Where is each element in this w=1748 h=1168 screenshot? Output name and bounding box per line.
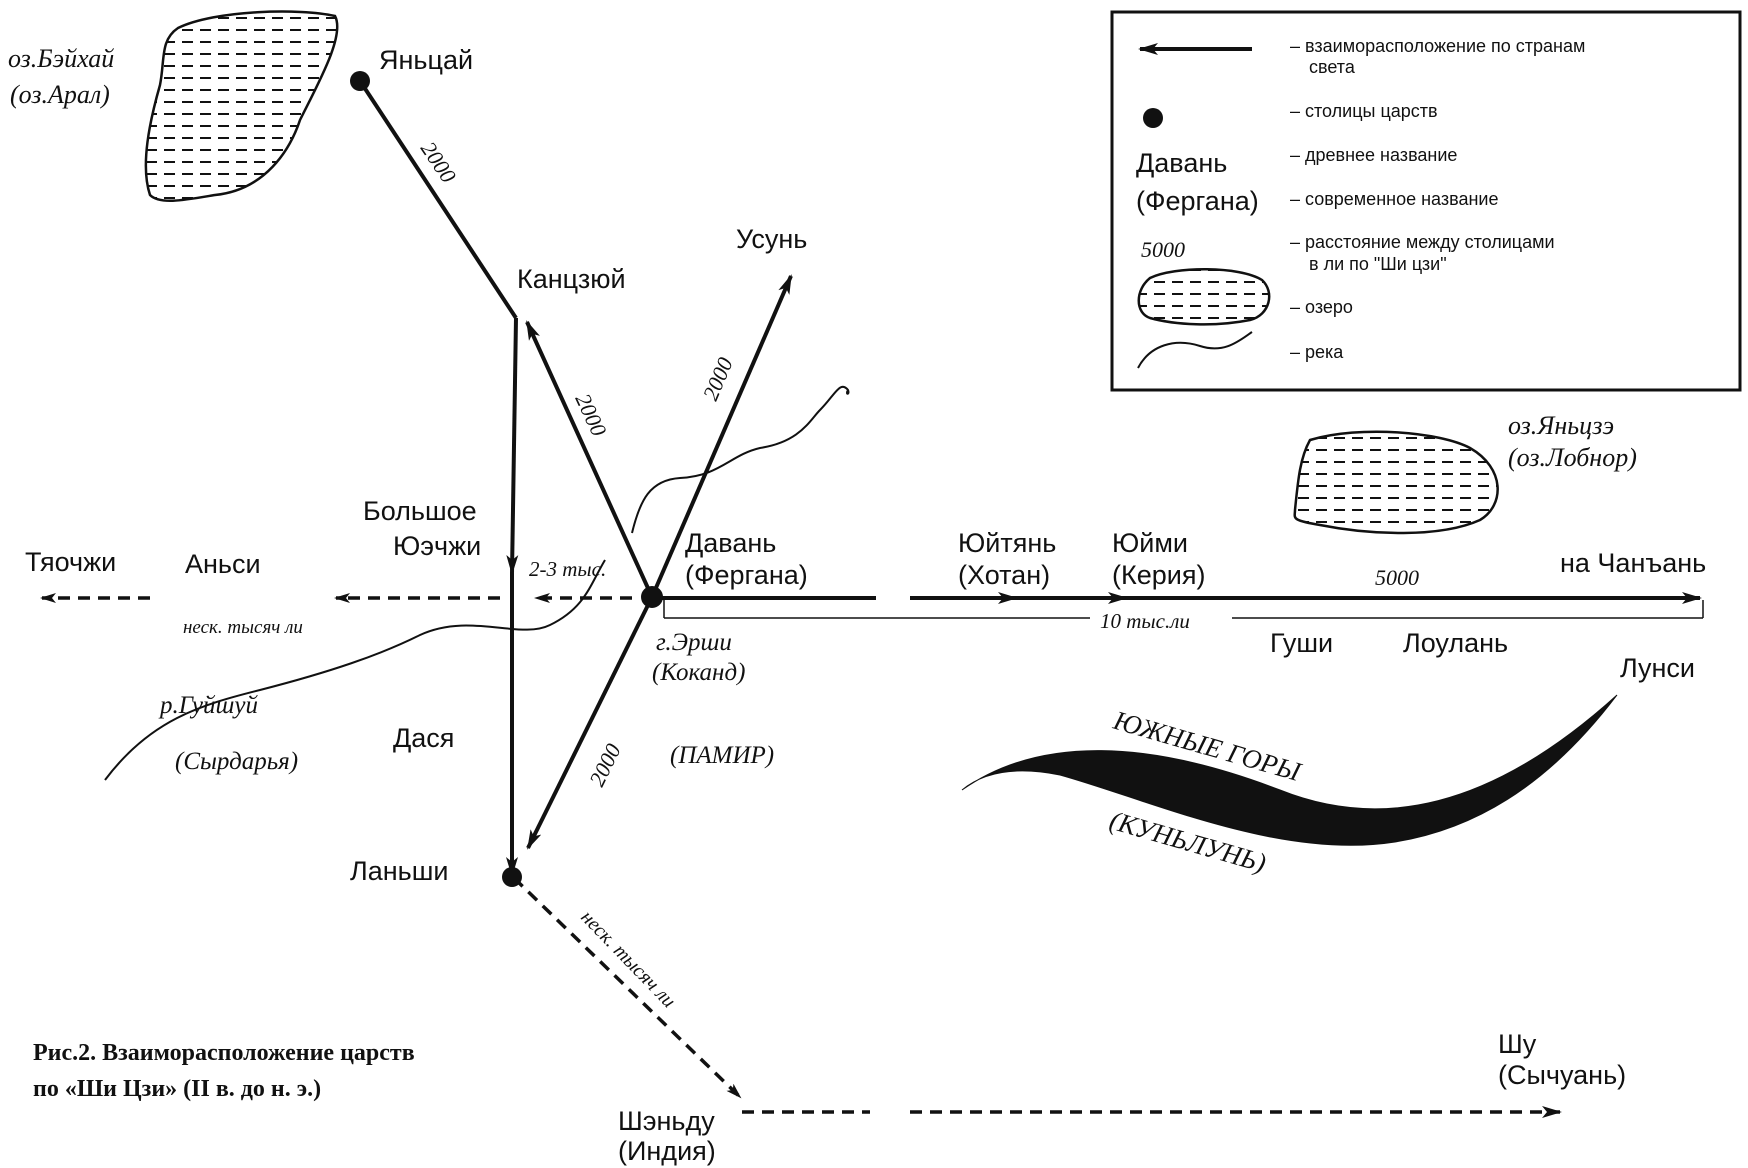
legend: – взаиморасположение по странам света – … bbox=[1110, 10, 1742, 392]
legend-river-desc: – река bbox=[1290, 342, 1344, 362]
label-tiaozhi: Тяочжи bbox=[25, 547, 116, 577]
label-syrdarya: (Сырдарья) bbox=[175, 748, 298, 775]
capital-davan-dot bbox=[641, 586, 663, 608]
legend-modern-desc: – современное название bbox=[1290, 189, 1498, 209]
distance-east-total: 10 тыс.ли bbox=[1100, 609, 1190, 633]
legend-frame bbox=[1110, 10, 1742, 392]
label-gushi: Гуши bbox=[1270, 628, 1333, 658]
legend-capital-desc: – столицы царств bbox=[1290, 101, 1438, 121]
label-ansi: Аньси bbox=[185, 549, 261, 579]
route-davan-kantszyui bbox=[525, 320, 654, 598]
legend-distance-desc-2: в ли по "Ши цзи" bbox=[1309, 254, 1447, 274]
legend-modern-example: (Фергана) bbox=[1136, 186, 1259, 216]
label-to-changan: на Чанъань bbox=[1560, 548, 1706, 578]
label-lake-beihai: оз.Бэйхай bbox=[8, 44, 114, 73]
distance-davan-yuezhi: 2-3 тыс. bbox=[529, 557, 606, 581]
legend-arrow-desc-2: света bbox=[1309, 57, 1356, 77]
distance-davan-lanshi: 2000 bbox=[584, 740, 626, 791]
legend-lake-desc: – озеро bbox=[1290, 297, 1353, 317]
lake-lobnor bbox=[1293, 430, 1499, 535]
capital-yantsai-dot bbox=[350, 71, 370, 91]
label-loulan: Лоулань bbox=[1403, 628, 1508, 658]
routes bbox=[40, 79, 1702, 1118]
distance-east-5000: 5000 bbox=[1375, 565, 1419, 590]
legend-ancient-desc: – древнее название bbox=[1290, 145, 1457, 165]
distance-lanshi-shendu: неск. тысяч ли bbox=[576, 906, 679, 1012]
label-keria: (Керия) bbox=[1112, 560, 1205, 590]
legend-arrow-desc-1: – взаиморасположение по странам bbox=[1290, 36, 1585, 56]
caption-line-2: по «Ши Цзи» (II в. до н. э.) bbox=[33, 1076, 321, 1102]
legend-lake-icon bbox=[1137, 268, 1271, 326]
legend-ancient-example: Давань bbox=[1136, 148, 1227, 178]
label-dasia: Дася bbox=[393, 723, 454, 753]
label-kokand: (Коканд) bbox=[652, 659, 745, 686]
label-lunsi: Лунси bbox=[1620, 653, 1695, 683]
label-khotan: (Хотан) bbox=[958, 560, 1050, 590]
south-mountains bbox=[961, 694, 1618, 846]
label-lake-lobnor: (оз.Лобнор) bbox=[1508, 443, 1637, 472]
route-lanshi-shendu bbox=[512, 876, 742, 1099]
river-upper bbox=[631, 385, 850, 534]
distance-davan-usun: 2000 bbox=[698, 354, 738, 404]
legend-river-icon bbox=[1137, 331, 1253, 369]
label-lanshi: Ланьши bbox=[350, 856, 448, 886]
route-davan-lanshi bbox=[526, 596, 654, 850]
river-syrdarya bbox=[104, 559, 606, 781]
label-kantszyui: Канцзюй bbox=[517, 264, 626, 294]
route-yantsai-kantszyui bbox=[358, 79, 518, 320]
label-fergana: (Фергана) bbox=[685, 560, 808, 590]
label-pamir: (ПАМИР) bbox=[670, 742, 774, 769]
distance-bracket bbox=[663, 600, 1704, 619]
label-sichuan: (Сычуань) bbox=[1498, 1060, 1626, 1090]
label-yuitian: Юйтянь bbox=[958, 528, 1056, 558]
legend-distance-desc-1: – расстояние между столицами bbox=[1290, 232, 1555, 252]
label-davan: Давань bbox=[685, 528, 776, 558]
route-davan-usun bbox=[650, 274, 793, 598]
label-big-yuezhi-2: Юэчжи bbox=[393, 531, 481, 561]
label-lake-aral: (оз.Арал) bbox=[10, 80, 110, 109]
distance-west-several: неск. тысяч ли bbox=[183, 617, 303, 638]
route-kantszyui-lanshi bbox=[506, 317, 519, 575]
legend-capital-icon bbox=[1143, 108, 1163, 128]
legend-distance-example: 5000 bbox=[1141, 237, 1185, 262]
label-river-guishui: р.Гуйшуй bbox=[158, 692, 258, 719]
label-yuimi: Юйми bbox=[1112, 528, 1188, 558]
label-yantsai: Яньцай bbox=[379, 45, 473, 75]
label-ershi: г.Эрши bbox=[656, 629, 732, 656]
lake-aral bbox=[144, 10, 339, 203]
label-lake-yantsze: оз.Яньцзэ bbox=[1508, 411, 1614, 440]
caption-line-1: Рис.2. Взаиморасположение царств bbox=[33, 1040, 415, 1066]
label-shendu: Шэньду bbox=[618, 1106, 715, 1136]
label-shu: Шу bbox=[1498, 1029, 1537, 1059]
label-usun: Усунь bbox=[736, 224, 807, 254]
capital-lanshi-dot bbox=[502, 867, 522, 887]
label-india: (Индия) bbox=[618, 1136, 716, 1166]
label-big-yuezhi-1: Большое bbox=[363, 496, 477, 526]
